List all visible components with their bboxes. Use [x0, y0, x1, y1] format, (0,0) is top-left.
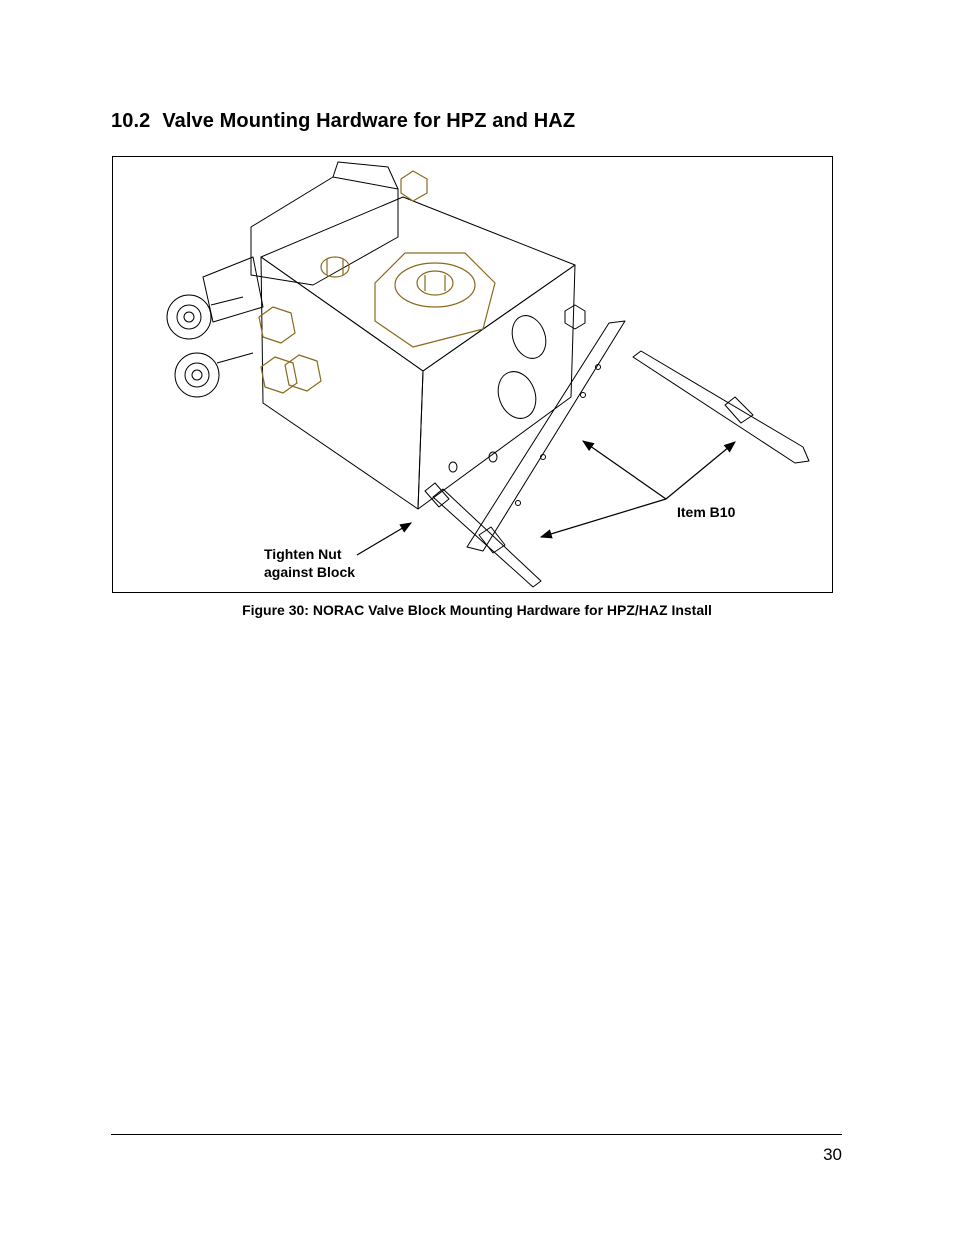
callout-item-b10: Item B10 — [677, 504, 736, 520]
section-heading: 10.2 Valve Mounting Hardware for HPZ and … — [111, 110, 575, 133]
section-number: 10.2 — [111, 110, 151, 132]
callout-arrow-bolt — [665, 441, 736, 500]
callout-tighten-nut-line2: against Block — [264, 564, 356, 580]
side-plug-lower-right — [284, 354, 322, 392]
callout-tighten-nut-line1: Tighten Nut — [264, 546, 342, 562]
callout-arrow-lower-bolt — [539, 498, 667, 539]
figure-caption: Figure 30: NORAC Valve Block Mounting Ha… — [242, 602, 712, 618]
section-title: Valve Mounting Hardware for HPZ and HAZ — [162, 110, 576, 132]
footer-divider — [111, 1134, 842, 1135]
knob-lower — [174, 352, 220, 398]
valve-block-right-face — [417, 264, 576, 510]
figure-frame: Item B10 Tighten Nut against Block — [112, 156, 833, 593]
rear-coil-housing — [250, 176, 399, 286]
side-plug-upper — [258, 306, 296, 344]
callout-tighten-nut: Tighten Nut against Block — [264, 545, 355, 581]
side-plug-lower-left — [260, 356, 298, 394]
mounting-bar — [466, 320, 626, 552]
callout-arrow-nut — [356, 522, 413, 556]
bolt-right — [632, 350, 810, 464]
top-hex-cap — [374, 252, 496, 348]
page-number: 30 — [823, 1145, 842, 1164]
bolt-lower — [432, 488, 542, 588]
valve-block-illustration — [166, 161, 810, 588]
callout-arrow-bar — [582, 440, 667, 500]
knob-upper — [166, 294, 212, 340]
